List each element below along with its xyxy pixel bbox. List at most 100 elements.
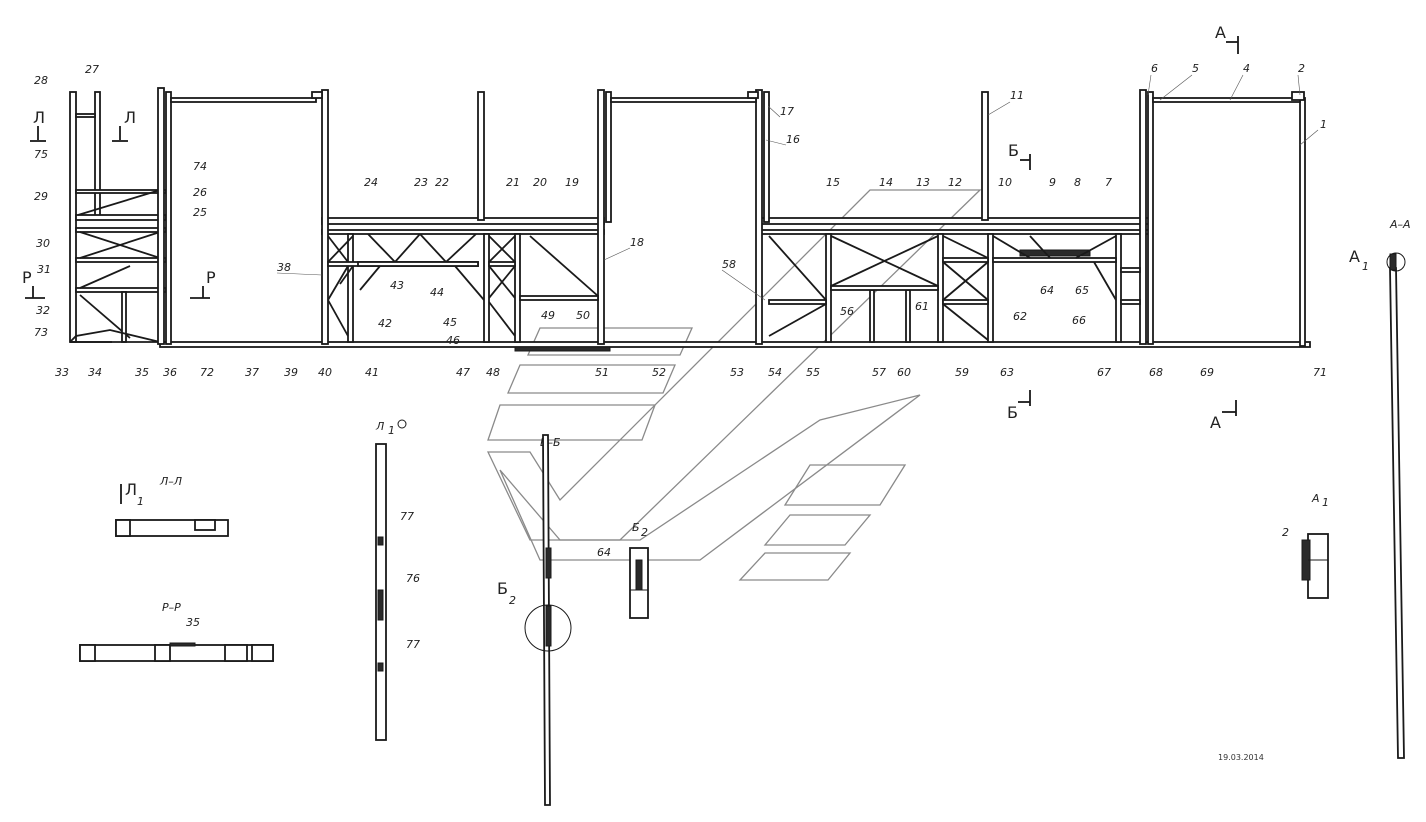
part-label: 22 (435, 176, 449, 189)
upper-beam-left (321, 217, 605, 225)
view-rr: Р–Р 35 (79, 601, 274, 662)
leader-lines (276, 74, 1319, 301)
view-b2-title: Б (632, 521, 640, 534)
part-label: 2 (1282, 526, 1289, 539)
part-label: 21 (506, 176, 520, 189)
part-label: 26 (193, 186, 207, 199)
part-label: 9 (1049, 176, 1056, 189)
part-label: 20 (533, 176, 547, 189)
view-bb: Б–Б Б 2 (497, 434, 572, 806)
part-label: 25 (193, 206, 207, 219)
part-label: 6 (1151, 62, 1158, 75)
part-label: 45 (443, 316, 457, 329)
view-aa: А–А А 1 (1349, 218, 1411, 759)
view-aa-title: А–А (1389, 218, 1411, 231)
part-label: 59 (955, 366, 969, 379)
part-label: 38 (277, 261, 291, 274)
part-label: 31 (37, 263, 51, 276)
part-label: 52 (652, 366, 666, 379)
part-label: 17 (780, 105, 794, 118)
part-label: 30 (36, 237, 50, 250)
part-label: 23 (414, 176, 428, 189)
part-label: 61 (915, 300, 929, 313)
part-label: 49 (541, 309, 555, 322)
part-label: 73 (34, 326, 48, 339)
svg-text:2: 2 (641, 526, 648, 539)
part-label: 58 (722, 258, 736, 271)
part-label: 54 (768, 366, 782, 379)
part-label: 2 (1298, 62, 1305, 75)
part-label: 42 (378, 317, 392, 330)
svg-text:1: 1 (137, 495, 144, 508)
part-label: 46 (446, 334, 460, 347)
part-label: 55 (806, 366, 820, 379)
part-label: 48 (486, 366, 500, 379)
part-label: 44 (430, 286, 444, 299)
section-mark-r-left: Р (22, 268, 32, 287)
view-l1: Л 1 77 76 77 (375, 419, 420, 741)
section-markers: А А Б Б Л Л Р Р (22, 23, 1239, 432)
part-label: 33 (55, 366, 69, 379)
section-mark-b-bottom: Б (1007, 403, 1018, 422)
part-label: 16 (786, 133, 800, 146)
part-labels: 1 2 4 5 6 7 8 9 10 11 12 13 14 15 16 17 … (34, 62, 1327, 379)
part-label: 43 (390, 279, 404, 292)
view-l1-mark: Л (125, 480, 137, 499)
svg-text:1: 1 (1322, 496, 1329, 509)
part-label: 1 (1320, 118, 1327, 131)
view-a1-mark: А (1349, 247, 1360, 266)
part-label: 53 (730, 366, 744, 379)
section-mark-b-top: Б (1008, 141, 1019, 160)
part-label: 57 (872, 366, 886, 379)
part-label: 60 (897, 366, 911, 379)
part-label: 76 (406, 572, 420, 585)
view-b2-mark: Б (497, 579, 508, 598)
section-mark-a-bottom: А (1210, 413, 1221, 432)
upper-beam-right (759, 217, 1151, 225)
part-label: 35 (135, 366, 149, 379)
part-label: 64 (597, 546, 611, 559)
part-label: 24 (364, 176, 378, 189)
part-label: 50 (576, 309, 590, 322)
part-label: 75 (34, 148, 48, 161)
part-label: 10 (998, 176, 1012, 189)
part-label: 68 (1149, 366, 1163, 379)
view-ll-title: Л–Л (159, 475, 182, 488)
section-mark-l-left: Л (33, 108, 45, 127)
part-label: 11 (1010, 89, 1024, 102)
part-label: 69 (1200, 366, 1214, 379)
view-rr-title: Р–Р (162, 601, 181, 614)
part-label: 13 (916, 176, 930, 189)
part-label: 39 (284, 366, 298, 379)
part-label: 32 (36, 304, 50, 317)
svg-text:2: 2 (509, 594, 516, 607)
part-label: 29 (34, 190, 48, 203)
part-label: 36 (163, 366, 177, 379)
part-label: 5 (1192, 62, 1199, 75)
part-label: 35 (186, 616, 200, 629)
view-a1-title: А (1311, 492, 1320, 505)
view-a1: А 1 2 (1282, 492, 1329, 599)
part-label: 63 (1000, 366, 1014, 379)
svg-text:1: 1 (388, 424, 395, 437)
part-label: 28 (34, 74, 48, 87)
part-label: 14 (879, 176, 893, 189)
part-label: 51 (595, 366, 609, 379)
view-ll: Л–Л Л 1 (115, 475, 229, 537)
part-label: 62 (1013, 310, 1027, 323)
part-label: 66 (1072, 314, 1086, 327)
drawing-date: 19.03.2014 (1218, 753, 1264, 762)
part-label: 77 (400, 510, 414, 523)
part-label: 41 (365, 366, 379, 379)
section-mark-r-right: Р (206, 268, 216, 287)
part-label: 64 (1040, 284, 1054, 297)
part-label: 74 (193, 160, 207, 173)
part-label: 72 (200, 366, 214, 379)
part-label: 8 (1074, 176, 1081, 189)
part-label: 15 (826, 176, 840, 189)
part-label: 12 (948, 176, 962, 189)
watermark-logo (486, 189, 982, 581)
part-label: 71 (1313, 366, 1327, 379)
part-label: 65 (1075, 284, 1089, 297)
